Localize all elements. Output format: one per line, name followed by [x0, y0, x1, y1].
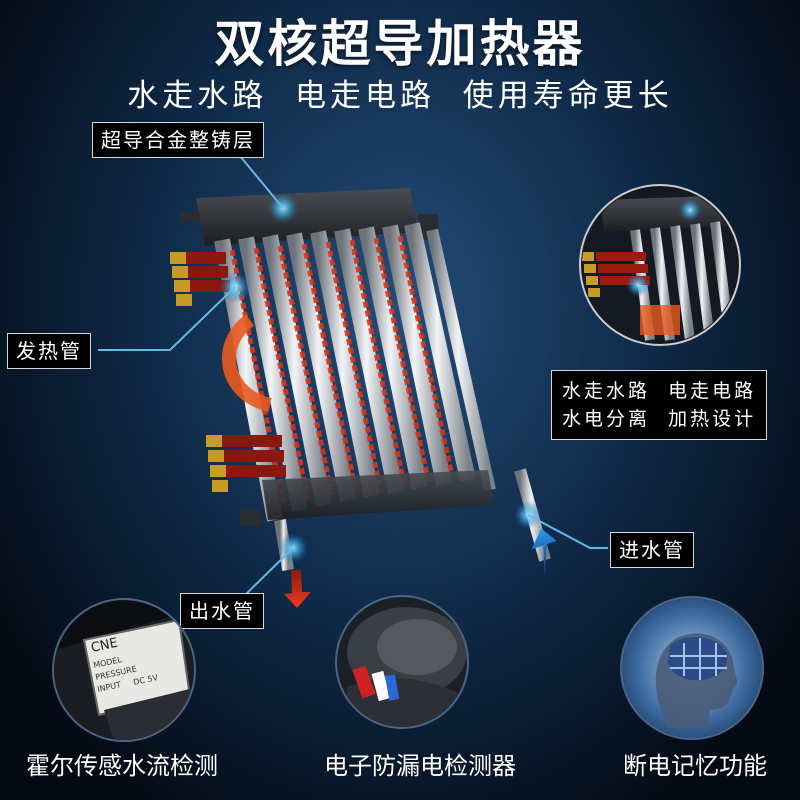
inlet-arrow — [531, 528, 557, 576]
feature-label-leakage-detector: 电子防漏电检测器 — [324, 752, 516, 780]
callout-water-inlet: 进水管 — [610, 532, 694, 568]
callout-cast-layer: 超导合金整铸层 — [92, 122, 264, 158]
sensor-plate-brand: CNE — [90, 636, 120, 656]
terminals-top — [170, 252, 230, 306]
hotspot-inset-top — [678, 198, 702, 222]
hotspot-inset-mid — [626, 273, 650, 297]
callout-separation: 水走水路 电走电路 水电分离 加热设计 — [551, 370, 768, 440]
heater-body — [170, 188, 551, 571]
feature-label-flow-sensor: 霍尔传感水流检测 — [26, 752, 218, 780]
flow-sensor-photo: CNE MODEL PRESSURE INPUT DC 5V — [52, 598, 196, 742]
feature-label-memory: 断电记忆功能 — [623, 752, 767, 780]
page-title: 双核超导加热器 — [214, 15, 586, 73]
outlet-arrow — [284, 570, 311, 608]
terminals-bottom — [206, 435, 286, 492]
leakage-detector-photo — [335, 595, 469, 729]
callout-water-outlet: 出水管 — [180, 593, 264, 629]
callout-separation-line1: 水走水路 电走电路 — [562, 380, 757, 402]
heating-elements — [229, 235, 455, 506]
callout-separation-line2: 水电分离 加热设计 — [562, 408, 757, 430]
page-subtitle: 水走水路 电走电路 使用寿命更长 — [127, 78, 673, 114]
brain-memory-icon — [620, 596, 764, 740]
callout-heating-tube: 发热管 — [7, 333, 91, 369]
zoom-inset — [579, 184, 741, 346]
